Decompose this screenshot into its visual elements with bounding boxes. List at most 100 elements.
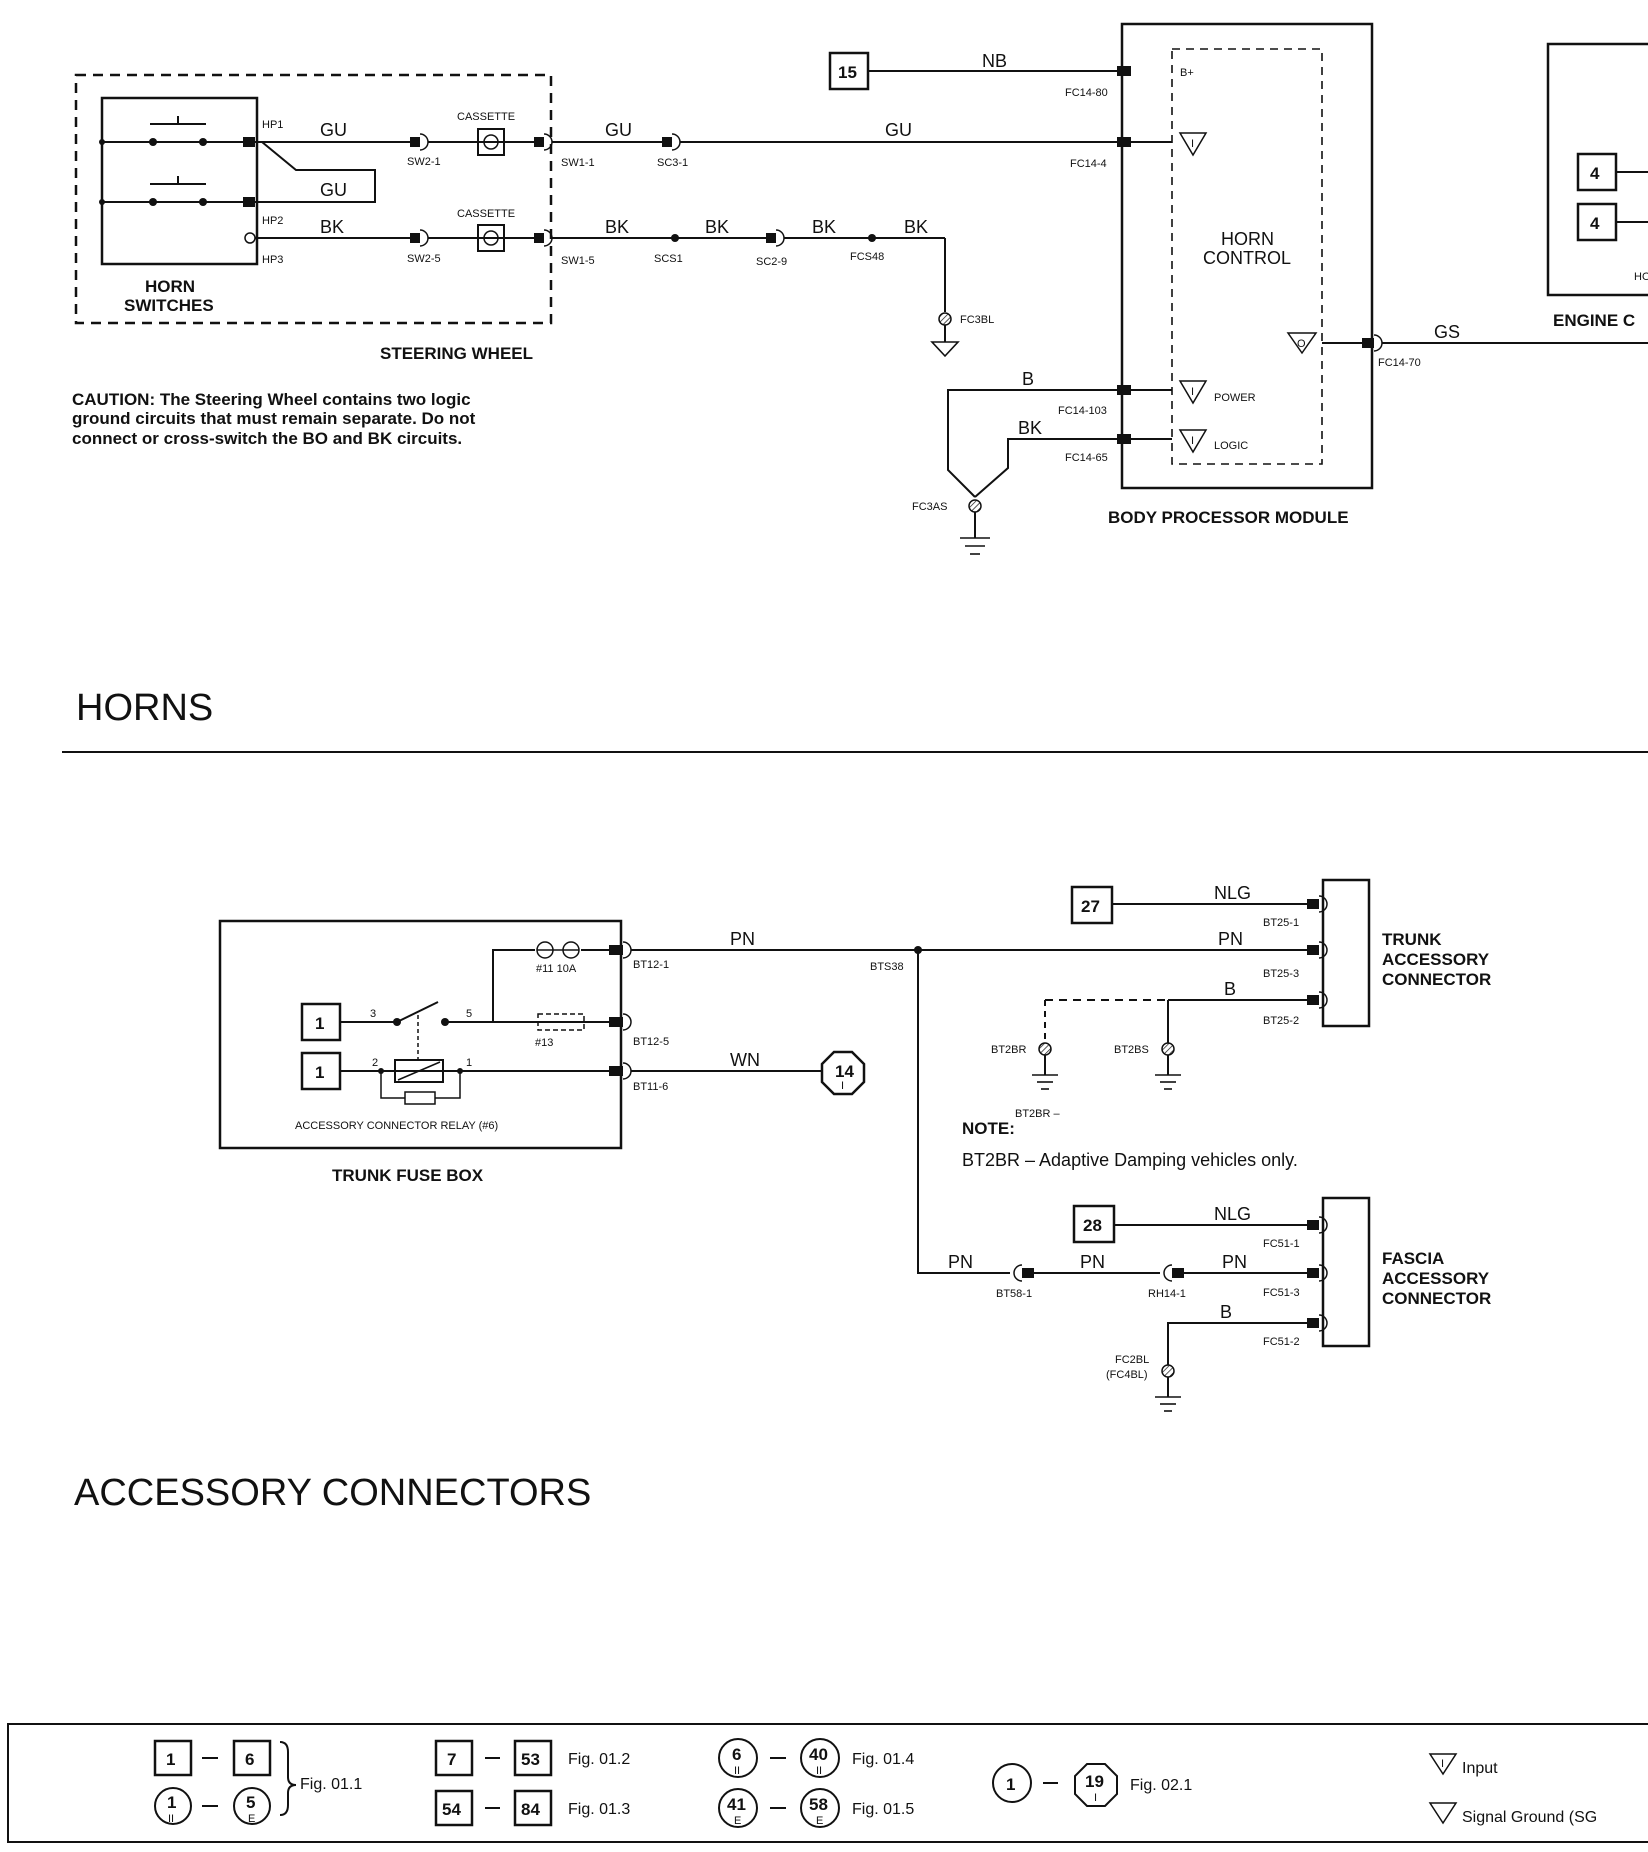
- pin-sc2-9: SC2-9: [756, 256, 787, 268]
- svg-text:I: I: [1191, 138, 1194, 150]
- svg-text:41: 41: [727, 1795, 746, 1814]
- legend-signal-ground-label: Signal Ground (SG: [1462, 1809, 1597, 1826]
- steering-wheel-label: STEERING WHEEL: [380, 344, 533, 363]
- wire-bk-6: BK: [1018, 418, 1042, 438]
- svg-text:14: 14: [835, 1062, 854, 1081]
- input-symbol-power: [1178, 380, 1208, 405]
- trunk-connector-label-2: ACCESSORY: [1382, 950, 1490, 969]
- wire-b: B: [1022, 369, 1034, 389]
- horns-diagram: STEERING WHEEL HORN SWITCHES HP1 HP2 HP3…: [72, 22, 1648, 555]
- section-title-horns: HORNS: [76, 687, 213, 729]
- legend-fig-01-3: Fig. 01.3: [568, 1801, 630, 1818]
- cassette-1: [477, 128, 505, 156]
- relay-pin-5: 5: [466, 1008, 472, 1020]
- pin-fc14-80: FC14-80: [1065, 87, 1108, 99]
- horn-switches: HORN SWITCHES: [99, 96, 259, 315]
- fascia-connector-label-3: CONNECTOR: [1382, 1289, 1491, 1308]
- svg-text:5: 5: [246, 1793, 255, 1812]
- ref-14: [820, 1050, 866, 1096]
- output-symbol: [1286, 332, 1318, 355]
- fascia-connector-label-1: FASCIA: [1382, 1249, 1444, 1268]
- pin-fc14-4: FC14-4: [1070, 158, 1107, 170]
- pin-fc51-2: FC51-2: [1263, 1336, 1300, 1348]
- engine-label: ENGINE C: [1553, 311, 1635, 330]
- pin-bt12-1: BT12-1: [633, 959, 669, 971]
- engine-control-module: [1546, 42, 1648, 297]
- svg-text:1: 1: [167, 1793, 176, 1812]
- pin-fc51-3: FC51-3: [1263, 1287, 1300, 1299]
- cassette-label-1: CASSETTE: [457, 111, 515, 123]
- relay-pin-1: 1: [466, 1057, 472, 1069]
- fuse-13-label: #13: [535, 1037, 553, 1049]
- relay-label: ACCESSORY CONNECTOR RELAY (#6): [295, 1120, 498, 1132]
- pin-hp2: HP2: [262, 215, 283, 227]
- relay-pin-3: 3: [370, 1008, 376, 1020]
- svg-text:58: 58: [809, 1795, 828, 1814]
- pin-sw1-1: SW1-1: [561, 157, 595, 169]
- accessory-diagram: TRUNK FUSE BOX 1 1 3 5 2 1 ACCESSORY CON…: [218, 878, 1491, 1412]
- ref-1b: 1: [315, 1063, 324, 1082]
- wire-nb: NB: [982, 51, 1007, 71]
- legend-fig-01-4: Fig. 01.4: [852, 1751, 914, 1768]
- pin-bt11-6: BT11-6: [633, 1081, 668, 1093]
- relay-coil: [394, 1059, 444, 1083]
- note-title: NOTE:: [962, 1119, 1015, 1138]
- svg-text:E: E: [248, 1813, 255, 1825]
- ref-15: 15: [838, 63, 857, 82]
- ref-4a: 4: [1590, 164, 1600, 183]
- svg-text:84: 84: [521, 1800, 540, 1819]
- pin-fc4bl: (FC4BL): [1106, 1369, 1148, 1381]
- pin-hp3: HP3: [262, 254, 283, 266]
- horn-control-block: [1171, 48, 1323, 465]
- fuse-11-label: #11 10A: [536, 963, 577, 975]
- svg-text:E: E: [734, 1815, 741, 1827]
- wire-pn-5: PN: [1222, 1252, 1247, 1272]
- fascia-accessory-connector: [1321, 1196, 1371, 1348]
- wire-bk-1: BK: [320, 217, 344, 237]
- pin-bt25-2: BT25-2: [1263, 1015, 1299, 1027]
- note-small: BT2BR –: [1015, 1108, 1061, 1120]
- svg-text:1: 1: [1006, 1775, 1015, 1794]
- pin-sw2-5: SW2-5: [407, 253, 441, 265]
- trunk-fuse-box: [218, 919, 623, 1150]
- wire-pn-3: PN: [948, 1252, 973, 1272]
- caution-line-1: CAUTION: The Steering Wheel contains two…: [72, 390, 471, 409]
- signal-ground-symbol: [930, 341, 960, 358]
- bpm-label: BODY PROCESSOR MODULE: [1108, 508, 1349, 527]
- wire-wn: WN: [730, 1050, 760, 1070]
- pin-fc2bl: FC2BL: [1115, 1354, 1149, 1366]
- wire-pn-4: PN: [1080, 1252, 1105, 1272]
- caution-line-3: connect or cross-switch the BO and BK ci…: [72, 429, 462, 448]
- horn-control-label-2: CONTROL: [1203, 248, 1291, 268]
- legend-input-icon: [1428, 1753, 1458, 1776]
- legend-input-label: Input: [1462, 1760, 1498, 1777]
- fascia-connector-label-2: ACCESSORY: [1382, 1269, 1490, 1288]
- legend-fig-01-2: Fig. 01.2: [568, 1751, 630, 1768]
- svg-text:O: O: [1297, 338, 1306, 350]
- fuse-13: [537, 1013, 585, 1031]
- section-title-accessory: ACCESSORY CONNECTORS: [74, 1472, 591, 1514]
- logic-label: LOGIC: [1214, 440, 1248, 452]
- cassette-2: [477, 224, 505, 252]
- pin-bt2bs: BT2BS: [1114, 1044, 1149, 1056]
- pin-hp1: HP1: [262, 119, 283, 131]
- svg-text:1: 1: [166, 1750, 175, 1769]
- legend-fig-01-1: Fig. 01.1: [300, 1776, 362, 1793]
- svg-text:6: 6: [732, 1745, 741, 1764]
- wire-nlg-1: NLG: [1214, 883, 1251, 903]
- pin-fc3bl: FC3BL: [960, 314, 994, 326]
- pin-bt25-3: BT25-3: [1263, 968, 1299, 980]
- svg-text:40: 40: [809, 1745, 828, 1764]
- wire-bk-2: BK: [605, 217, 629, 237]
- pin-bts38: BTS38: [870, 961, 904, 973]
- ref-4b: 4: [1590, 214, 1600, 233]
- bplus-label: B+: [1180, 67, 1194, 79]
- svg-text:I: I: [1191, 386, 1194, 398]
- svg-text:II: II: [734, 1765, 740, 1777]
- pin-fc51-1: FC51-1: [1263, 1238, 1300, 1250]
- pin-bt58-1: BT58-1: [996, 1288, 1032, 1300]
- svg-text:I: I: [841, 1080, 844, 1092]
- svg-text:I: I: [1094, 1792, 1097, 1804]
- wire-gs: GS: [1434, 322, 1460, 342]
- ref-28: 28: [1083, 1216, 1102, 1235]
